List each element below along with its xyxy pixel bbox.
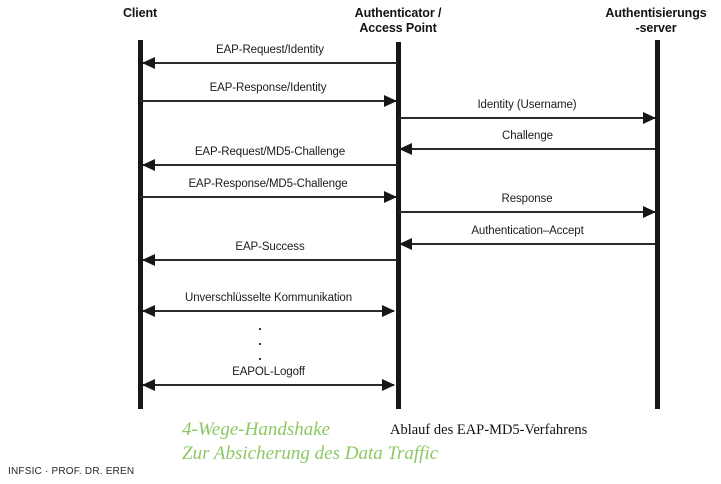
- message-shaft: [400, 148, 655, 150]
- arrowhead-right-icon: [382, 378, 395, 391]
- caption-handshake-line2: Zur Absicherung des Data Traffic: [182, 443, 439, 464]
- message-label: Identity (Username): [477, 99, 577, 111]
- message-label: EAP-Success: [235, 241, 305, 253]
- message-label: Challenge: [502, 130, 553, 142]
- message-label: EAP-Response/MD5-Challenge: [188, 178, 348, 190]
- actor-header-client-line1: Client: [122, 6, 158, 20]
- actor-header-auth-server-line2: -server: [635, 21, 677, 35]
- message-label: EAP-Request/Identity: [216, 44, 324, 56]
- lifeline-authenticator: [396, 42, 401, 409]
- message-shaft: [399, 211, 655, 213]
- message-shaft: [143, 62, 397, 64]
- arrowhead-right-icon: [643, 205, 656, 218]
- arrowhead-left-icon: [142, 378, 155, 391]
- arrowhead-left-icon: [399, 142, 412, 155]
- message-shaft: [140, 196, 396, 198]
- message-label: EAP-Request/MD5-Challenge: [194, 146, 346, 158]
- lifeline-auth-server: [655, 40, 660, 409]
- message-shaft: [400, 243, 655, 245]
- ellipsis-dot: [259, 343, 261, 345]
- message-shaft: [143, 164, 397, 166]
- message-label: Unverschlüsselte Kommunikation: [184, 292, 353, 304]
- ellipsis-dot: [259, 328, 261, 330]
- arrowhead-left-icon: [142, 304, 155, 317]
- message-shaft: [143, 310, 394, 312]
- arrowhead-left-icon: [399, 237, 412, 250]
- actor-header-authenticator-line1: Authenticator /: [354, 6, 442, 20]
- message-label: Response: [501, 193, 553, 205]
- message-label: EAP-Response/Identity: [209, 82, 327, 94]
- arrowhead-right-icon: [384, 190, 397, 203]
- caption-diagram-title: Ablauf des EAP-MD5-Verfahrens: [390, 422, 588, 438]
- actor-header-auth-server-line1: Authentisierungs: [605, 6, 707, 20]
- message-shaft: [140, 100, 396, 102]
- actor-header-authenticator: Authenticator / Access Point: [338, 6, 458, 36]
- message-shaft: [399, 117, 655, 119]
- caption-handshake-line1: 4-Wege-Handshake: [182, 419, 331, 440]
- message-label: EAPOL-Logoff: [232, 366, 305, 378]
- actor-header-client: Client: [90, 6, 190, 21]
- actor-header-authenticator-line2: Access Point: [359, 21, 437, 35]
- arrowhead-right-icon: [382, 304, 395, 317]
- arrowhead-right-icon: [643, 111, 656, 124]
- message-shaft: [143, 384, 394, 386]
- ellipsis-dots: [255, 328, 265, 373]
- arrowhead-left-icon: [142, 253, 155, 266]
- message-label: Authentication–Accept: [471, 225, 584, 237]
- footer-credit: INFSIC · PROF. DR. EREN: [8, 466, 135, 477]
- arrowhead-right-icon: [384, 94, 397, 107]
- lifeline-client: [138, 40, 143, 409]
- actor-header-auth-server: Authentisierungs -server: [592, 6, 720, 36]
- ellipsis-dot: [259, 358, 261, 360]
- arrowhead-left-icon: [142, 158, 155, 171]
- arrowhead-left-icon: [142, 56, 155, 69]
- message-shaft: [143, 259, 397, 261]
